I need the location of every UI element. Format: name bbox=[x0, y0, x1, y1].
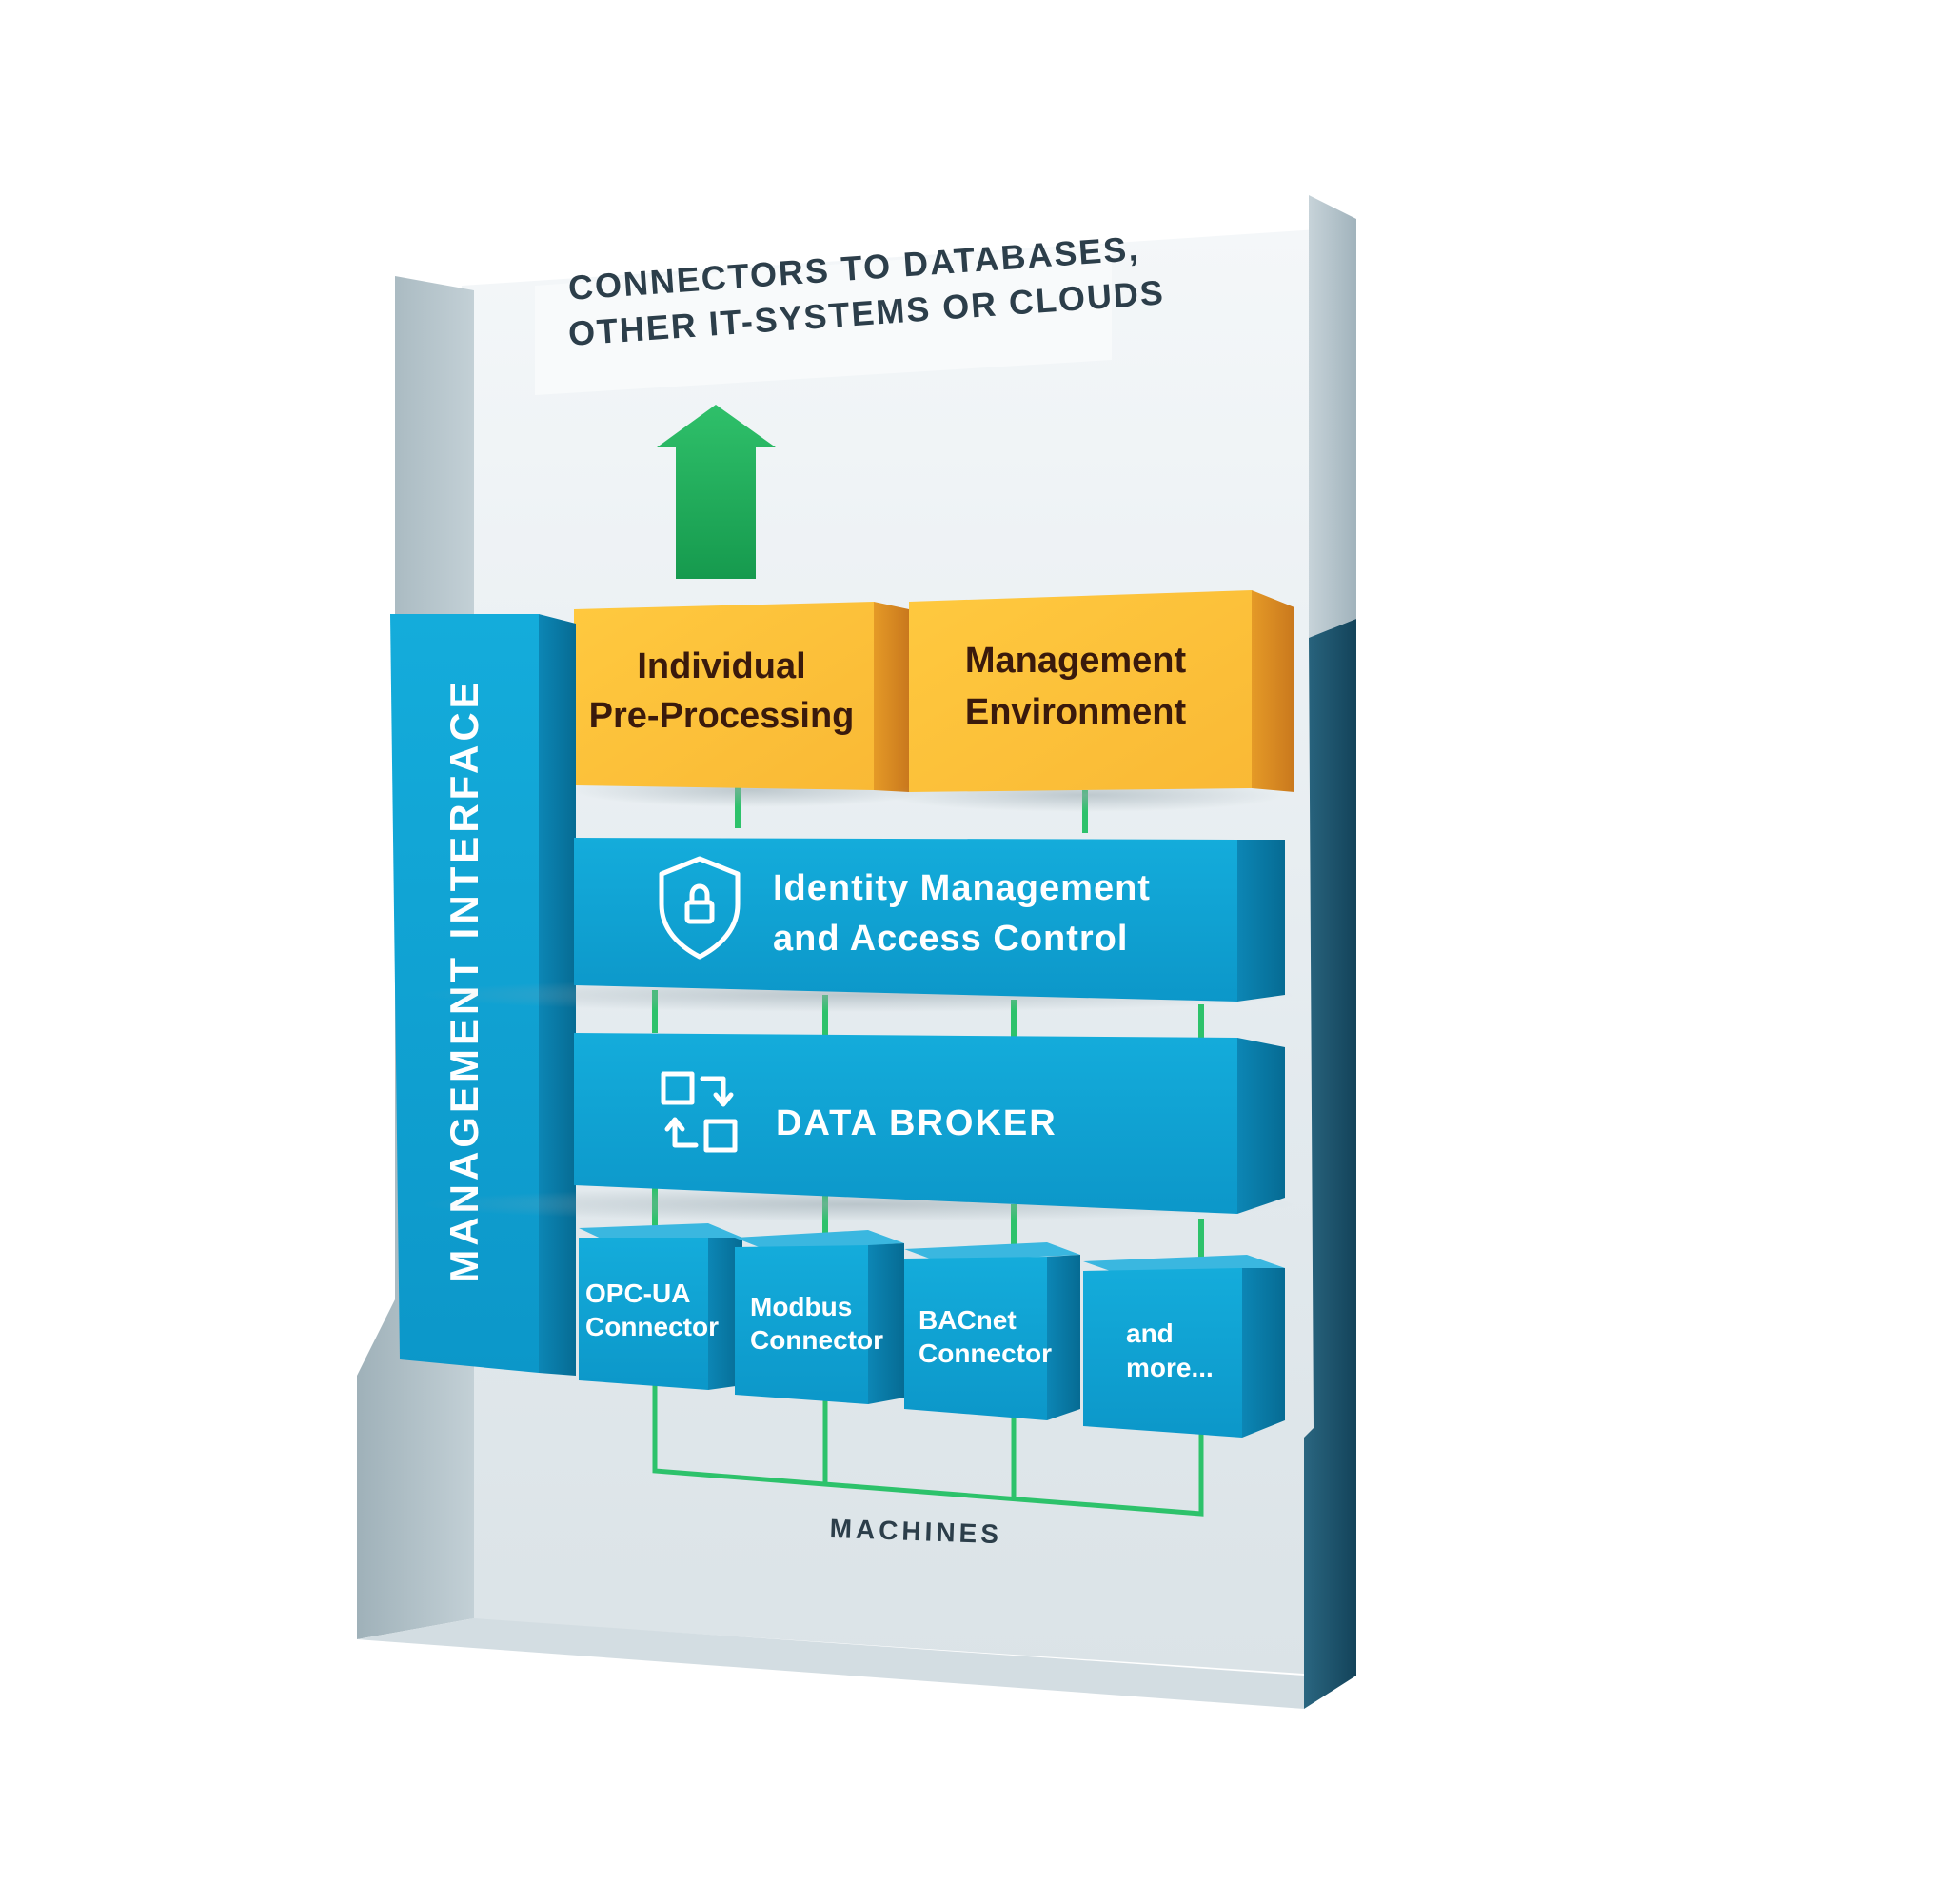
pre-processing-line-2: Pre-Processing bbox=[589, 696, 855, 736]
up-arrow-icon bbox=[657, 405, 776, 579]
panel-right-side bbox=[1304, 619, 1356, 1709]
data-broker-label: DATA BROKER bbox=[776, 1103, 1057, 1143]
modbus-line-2: Connector bbox=[750, 1325, 883, 1355]
connector-cube-opcua: OPC-UA Connector bbox=[579, 1223, 742, 1390]
management-environment-block: Management Environment bbox=[885, 590, 1294, 812]
bacnet-line-2: Connector bbox=[919, 1339, 1052, 1368]
shield-lock-icon bbox=[659, 856, 741, 960]
bacnet-line-1: BACnet bbox=[919, 1305, 1017, 1335]
pre-processing-line-1: Individual bbox=[637, 646, 805, 686]
machines-label: MACHINES bbox=[829, 1514, 1002, 1549]
opcua-line-2: Connector bbox=[585, 1312, 719, 1341]
management-environment-line-1: Management bbox=[965, 641, 1187, 681]
sync-icon bbox=[661, 1071, 738, 1153]
data-broker-block: DATA BROKER bbox=[419, 1033, 1294, 1221]
machine-connection-lines bbox=[652, 1385, 1204, 1517]
identity-line-2: and Access Control bbox=[773, 919, 1128, 959]
management-interface-label: MANAGEMENT INTERFACE bbox=[442, 678, 486, 1282]
identity-line-1: Identity Management bbox=[773, 868, 1151, 908]
panel-right-top bbox=[1309, 195, 1356, 638]
pre-processing-block: Individual Pre-Processing bbox=[571, 602, 933, 807]
panel-floor bbox=[357, 1618, 1304, 1709]
connector-cube-bacnet: BACnet Connector bbox=[904, 1242, 1080, 1420]
modbus-line-1: Modbus bbox=[750, 1292, 852, 1321]
identity-management-block: Identity Management and Access Control bbox=[419, 838, 1294, 1012]
more-line-1: and bbox=[1126, 1319, 1174, 1348]
opcua-line-1: OPC-UA bbox=[585, 1279, 690, 1308]
connector-cube-more: and more... bbox=[1083, 1255, 1285, 1438]
connector-cube-modbus: Modbus Connector bbox=[735, 1230, 904, 1404]
more-line-2: more... bbox=[1126, 1353, 1214, 1382]
management-environment-line-2: Environment bbox=[965, 692, 1187, 732]
